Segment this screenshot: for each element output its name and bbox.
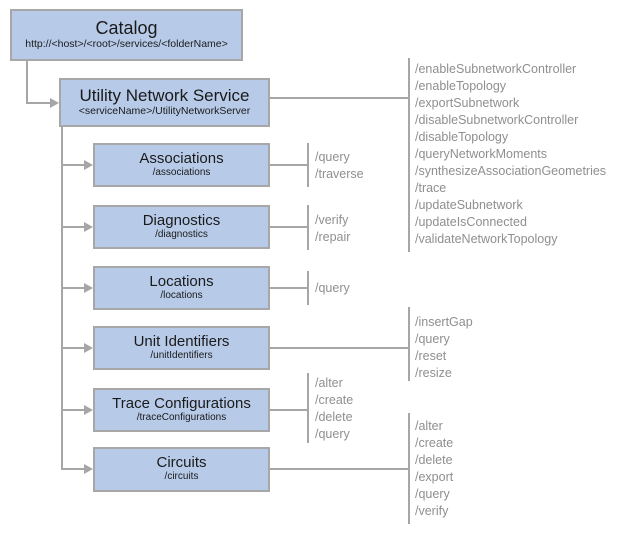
connector-line xyxy=(26,102,51,104)
operation-label: /updateIsConnected xyxy=(415,215,527,229)
circuits-node: Circuits /circuits xyxy=(93,447,270,492)
connector-line xyxy=(61,287,85,289)
arrow-right-icon xyxy=(50,98,59,108)
connector-line xyxy=(270,164,308,166)
connector-line xyxy=(61,164,85,166)
operation-label: /traverse xyxy=(315,167,364,181)
operation-label: /queryNetworkMoments xyxy=(415,147,547,161)
operation-label: /query xyxy=(415,487,450,501)
connector-line xyxy=(270,347,409,349)
connector-line xyxy=(307,205,309,250)
unit-identifiers-operations-list: /insertGap /query /reset /resize xyxy=(415,314,473,382)
connector-line xyxy=(307,373,309,443)
resource-title: Diagnostics xyxy=(142,211,221,229)
trace-configurations-operations-list: /alter /create /delete /query xyxy=(315,375,353,443)
diagnostics-operations-list: /verify /repair xyxy=(315,212,350,246)
operation-label: /enableSubnetworkController xyxy=(415,62,577,76)
connector-line xyxy=(307,143,309,187)
operation-label: /repair xyxy=(315,230,351,244)
operation-label: /verify xyxy=(315,213,349,227)
connector-line xyxy=(270,409,308,411)
connector-line xyxy=(270,226,308,228)
arrow-right-icon xyxy=(84,405,93,415)
service-path: <serviceName>/UtilityNetworkServer xyxy=(78,105,251,118)
connector-line xyxy=(408,58,410,252)
resource-path: /circuits xyxy=(164,471,199,483)
arrow-right-icon xyxy=(84,160,93,170)
resource-title: Associations xyxy=(139,149,224,167)
associations-operations-list: /query /traverse xyxy=(315,149,364,183)
connector-line xyxy=(270,287,308,289)
arrow-right-icon xyxy=(84,283,93,293)
locations-node: Locations /locations xyxy=(93,266,270,310)
operation-label: /verify xyxy=(415,504,449,518)
locations-operations-list: /query xyxy=(315,280,350,297)
connector-line xyxy=(270,468,409,470)
operation-label: /disableSubnetworkController xyxy=(415,113,579,127)
operation-label: /reset xyxy=(415,349,447,363)
operation-label: /resize xyxy=(415,366,452,380)
associations-node: Associations /associations xyxy=(93,143,270,187)
operation-label: /validateNetworkTopology xyxy=(415,232,558,246)
catalog-title: Catalog xyxy=(95,17,158,38)
connector-line xyxy=(61,347,85,349)
arrow-right-icon xyxy=(84,343,93,353)
operation-label: /exportSubnetwork xyxy=(415,96,520,110)
trace-configurations-node: Trace Configurations /traceConfiguration… xyxy=(93,388,270,432)
resource-path: /traceConfigurations xyxy=(136,411,227,423)
operation-label: /insertGap xyxy=(415,315,473,329)
arrow-right-icon xyxy=(84,464,93,474)
connector-line xyxy=(26,60,28,104)
resource-path: /locations xyxy=(160,289,203,301)
connector-line xyxy=(61,468,85,470)
connector-line xyxy=(61,226,85,228)
connector-line xyxy=(408,307,410,381)
connector-line xyxy=(270,97,409,99)
operation-label: /trace xyxy=(415,181,447,195)
resource-path: /unitIdentifiers xyxy=(150,349,213,361)
operation-label: /create xyxy=(415,436,454,450)
resource-title: Trace Configurations xyxy=(112,394,251,412)
resource-path: /diagnostics xyxy=(155,228,208,240)
connector-line xyxy=(408,413,410,524)
resource-title: Locations xyxy=(149,272,214,290)
catalog-url: http://<host>/<root>/services/<folderNam… xyxy=(25,38,228,51)
resource-path: /associations xyxy=(152,166,211,178)
connector-line xyxy=(61,409,85,411)
resource-title: Unit Identifiers xyxy=(133,332,230,350)
operation-label: /delete xyxy=(315,410,353,424)
catalog-node: Catalog http://<host>/<root>/services/<f… xyxy=(10,9,243,61)
utility-network-service-node: Utility Network Service <serviceName>/Ut… xyxy=(59,78,270,127)
operation-label: /export xyxy=(415,470,454,484)
operation-label: /synthesizeAssociationGeometries xyxy=(415,164,607,178)
operation-label: /query xyxy=(315,427,350,441)
operation-label: /updateSubnetwork xyxy=(415,198,523,212)
resource-title: Circuits xyxy=(156,454,207,472)
unit-identifiers-node: Unit Identifiers /unitIdentifiers xyxy=(93,326,270,370)
service-title: Utility Network Service xyxy=(79,85,250,105)
operation-label: /alter xyxy=(315,376,343,390)
arrow-right-icon xyxy=(84,222,93,232)
operation-label: /create xyxy=(315,393,354,407)
circuits-operations-list: /alter /create /delete /export /query /v… xyxy=(415,418,453,520)
operation-label: /delete xyxy=(415,453,453,467)
operation-label: /enableTopology xyxy=(415,79,507,93)
service-operations-list: /enableSubnetworkController /enableTopol… xyxy=(415,61,606,248)
operation-label: /disableTopology xyxy=(415,130,509,144)
connector-line xyxy=(307,271,309,305)
diagnostics-node: Diagnostics /diagnostics xyxy=(93,205,270,249)
operation-label: /query xyxy=(315,281,350,295)
operation-label: /query xyxy=(415,332,450,346)
operation-label: /query xyxy=(315,150,350,164)
connector-line xyxy=(61,127,63,470)
operation-label: /alter xyxy=(415,419,443,433)
